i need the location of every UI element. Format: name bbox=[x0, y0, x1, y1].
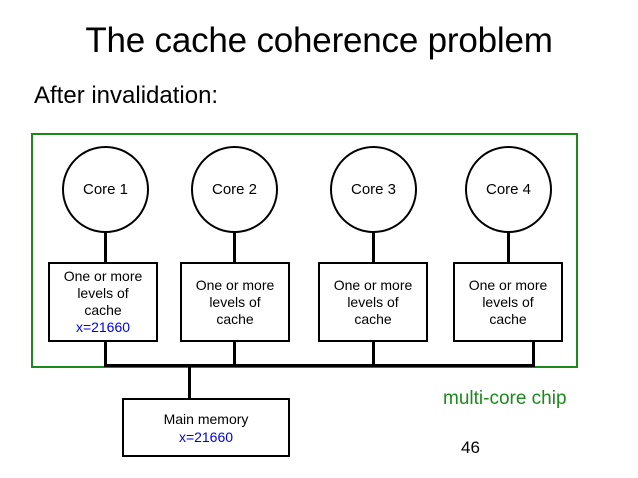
core-cache-connector-3 bbox=[372, 231, 375, 263]
cache-value-1: x=21660 bbox=[75, 319, 131, 335]
slide-number: 46 bbox=[461, 438, 480, 457]
cache-line-4c: cache bbox=[489, 310, 527, 327]
bus-stub-4 bbox=[532, 340, 535, 367]
cache-line-3b: levels of bbox=[347, 293, 399, 310]
cache-node-4: One or more levels of cache bbox=[453, 262, 563, 342]
cache-line-3a: One or more bbox=[333, 276, 413, 293]
cache-line-1a: One or more bbox=[63, 268, 143, 284]
interconnect-bus bbox=[104, 364, 535, 367]
core-node-2: Core 2 bbox=[191, 146, 278, 233]
core-cache-connector-2 bbox=[233, 231, 236, 263]
cache-line-2c: cache bbox=[216, 310, 254, 327]
core-cache-connector-4 bbox=[507, 231, 510, 263]
core-label-1: Core 1 bbox=[82, 180, 129, 198]
chip-boundary bbox=[31, 133, 578, 368]
cache-line-3c: cache bbox=[354, 310, 392, 327]
main-memory-label: Main memory bbox=[163, 410, 249, 427]
cache-line-4b: levels of bbox=[482, 293, 534, 310]
bus-memory-connector bbox=[188, 364, 191, 400]
core-label-2: Core 2 bbox=[211, 180, 258, 198]
bus-stub-2 bbox=[233, 340, 236, 367]
slide-subtitle: After invalidation: bbox=[34, 82, 219, 109]
main-memory-value: x=21660 bbox=[178, 428, 234, 445]
cache-line-1c: cache bbox=[84, 302, 122, 318]
bus-stub-1 bbox=[104, 340, 107, 367]
bus-stub-3 bbox=[372, 340, 375, 367]
core-cache-connector-1 bbox=[104, 231, 107, 263]
cache-node-2: One or more levels of cache bbox=[180, 262, 290, 342]
cache-node-1: One or more levels of cache x=21660 bbox=[48, 262, 158, 342]
core-node-1: Core 1 bbox=[62, 146, 149, 233]
core-node-3: Core 3 bbox=[330, 146, 417, 233]
core-label-4: Core 4 bbox=[485, 180, 532, 198]
cache-line-2a: One or more bbox=[195, 276, 275, 293]
cache-line-1b: levels of bbox=[77, 285, 129, 301]
cache-node-3: One or more levels of cache bbox=[318, 262, 428, 342]
page-title: The cache coherence problem bbox=[85, 21, 553, 60]
cache-line-2b: levels of bbox=[209, 293, 261, 310]
chip-annotation-label: multi-core chip bbox=[443, 388, 567, 409]
core-node-4: Core 4 bbox=[465, 146, 552, 233]
core-label-3: Core 3 bbox=[350, 180, 397, 198]
cache-line-4a: One or more bbox=[468, 276, 548, 293]
main-memory-node: Main memory x=21660 bbox=[122, 398, 290, 457]
